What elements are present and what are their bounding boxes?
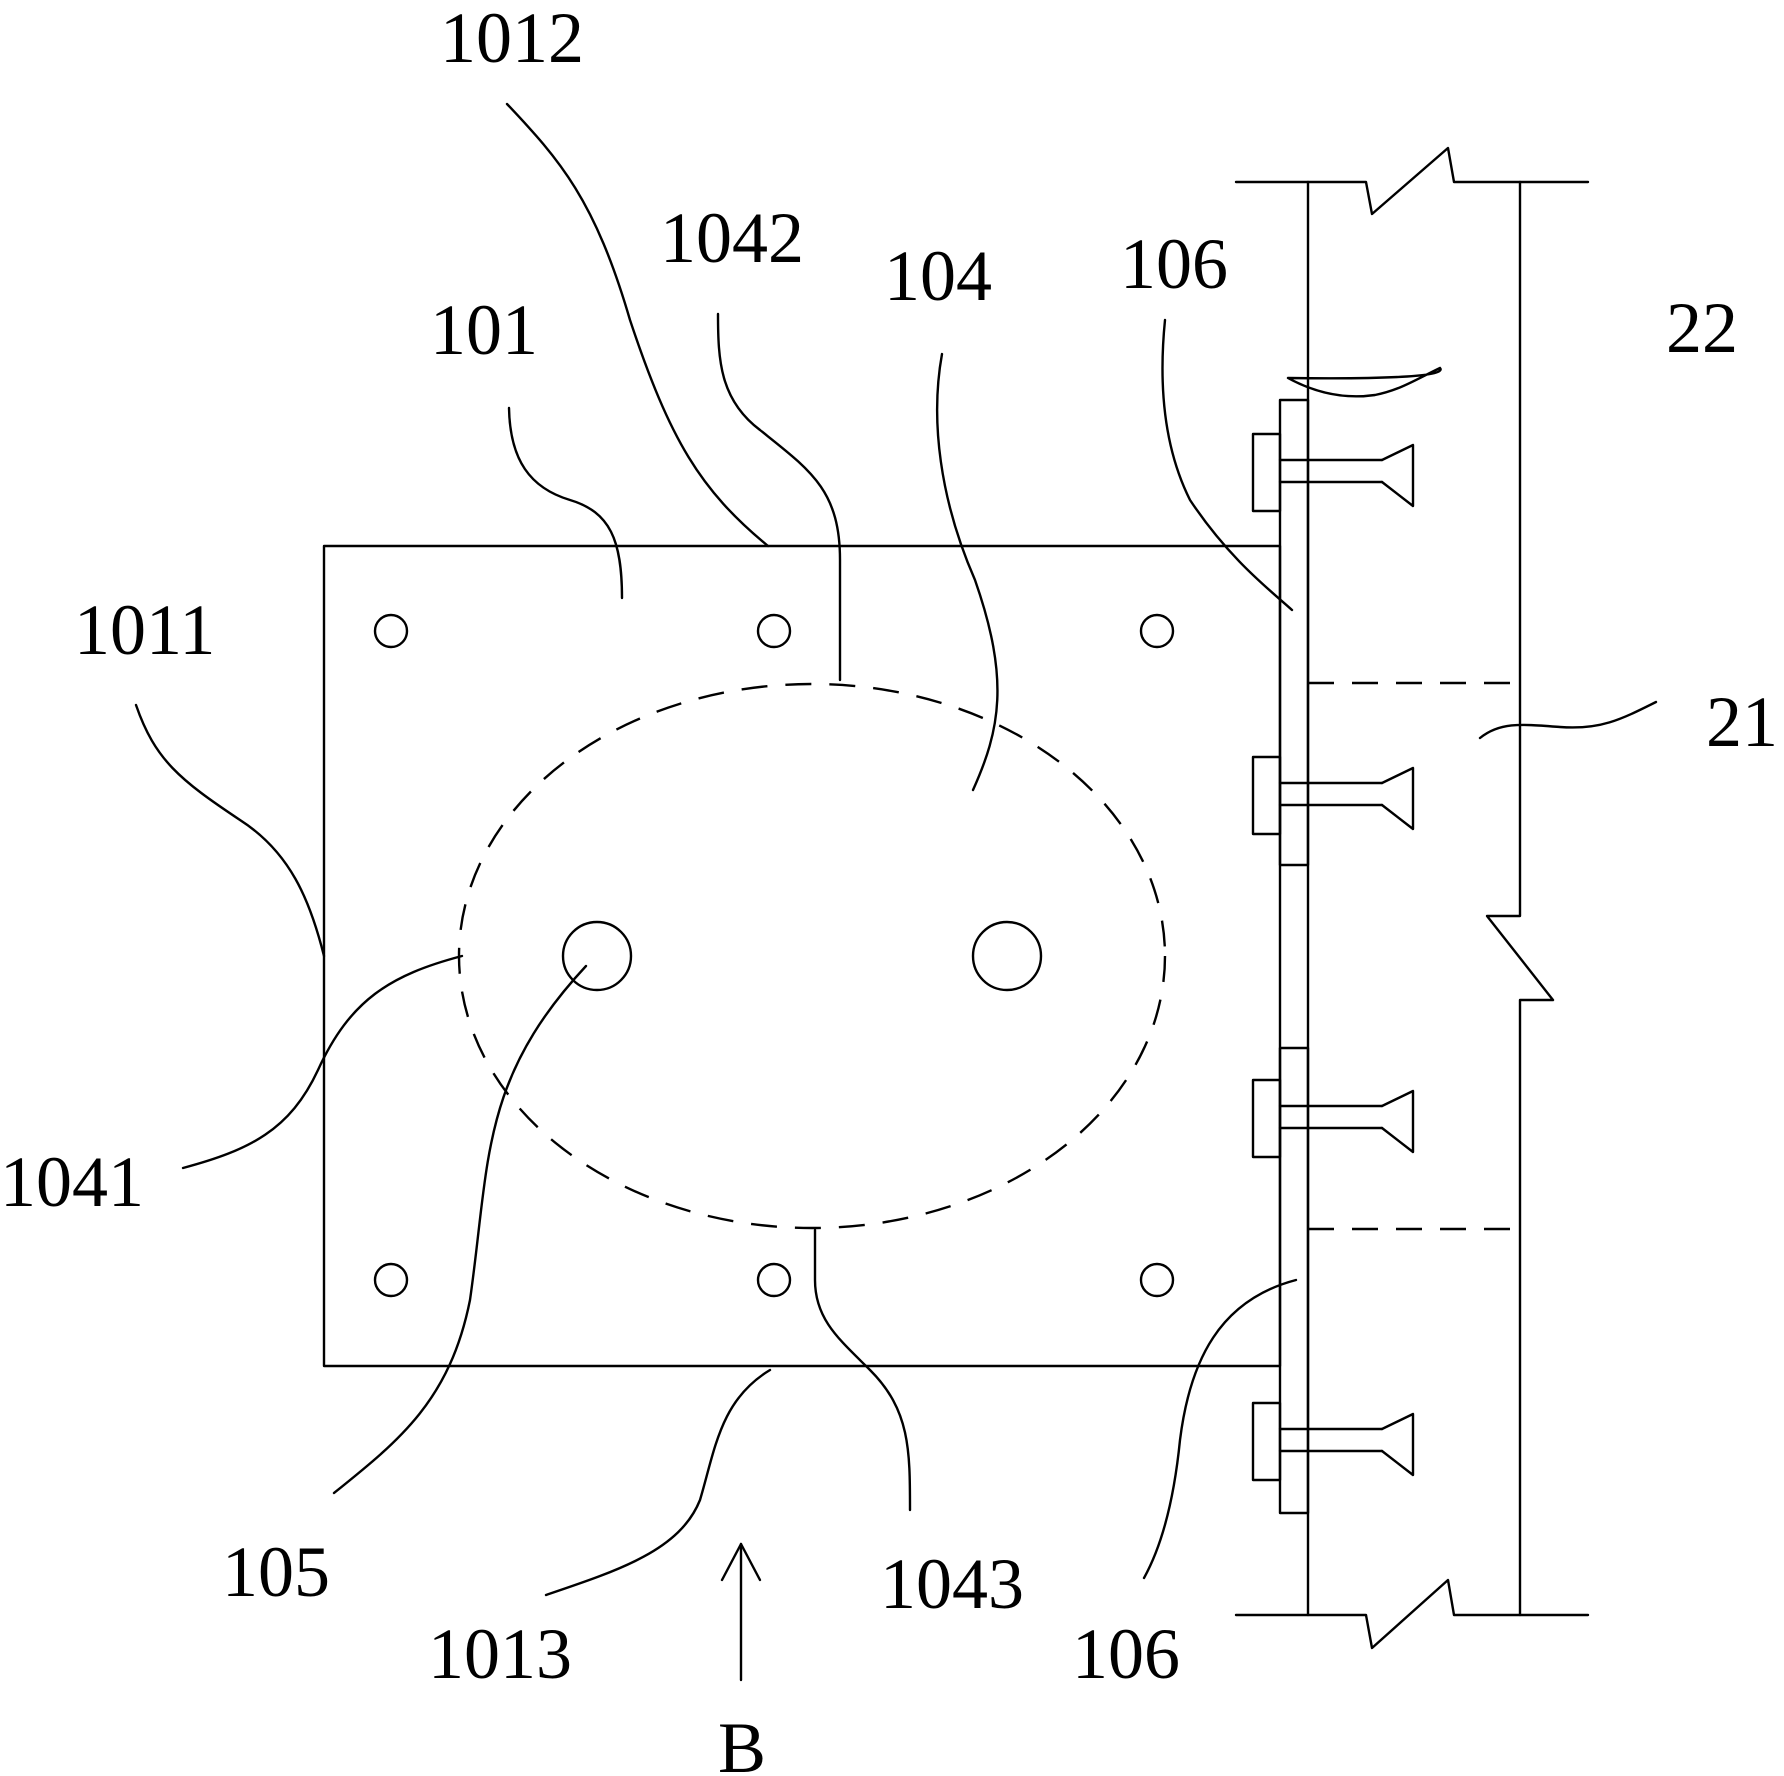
label-105: 105	[222, 1532, 330, 1612]
bolt-hole	[1139, 1262, 1175, 1298]
bolt-hole	[373, 1262, 409, 1298]
label-b: B	[718, 1708, 766, 1776]
label-1013: 1013	[428, 1614, 572, 1694]
anchor-bolt	[1251, 1401, 1415, 1482]
leader-1041	[181, 954, 464, 1170]
plate-101	[322, 544, 1282, 1368]
bolt-hole	[756, 1262, 792, 1298]
label-21: 21	[1706, 682, 1778, 762]
label-104: 104	[884, 236, 992, 316]
label-1043: 1043	[880, 1544, 1024, 1624]
leader-1043	[813, 1228, 912, 1512]
hole-105	[561, 920, 633, 992]
leader-lines	[134, 102, 1658, 1597]
leader-104	[935, 352, 999, 792]
leader-1011	[134, 703, 326, 958]
leader-1042	[716, 312, 842, 682]
bolt-hole	[756, 613, 792, 649]
label-1042: 1042	[660, 198, 804, 278]
label-101: 101	[430, 290, 538, 370]
label-1012: 1012	[440, 0, 584, 78]
connector-plate-106-top	[1278, 398, 1310, 867]
bolt-holes	[373, 613, 1175, 1298]
label-106-bottom: 106	[1072, 1614, 1180, 1694]
bolt-hole	[1139, 613, 1175, 649]
anchor-bolt	[1251, 1078, 1415, 1159]
leader-1012	[505, 102, 770, 548]
bolt-hole	[373, 613, 409, 649]
label-106-top: 106	[1120, 224, 1228, 304]
leader-101	[507, 406, 624, 600]
leader-105	[332, 964, 588, 1495]
leader-1013	[544, 1368, 772, 1597]
view-arrow-b	[720, 1542, 762, 1682]
dashed-region-104	[457, 682, 1167, 1230]
leader-106-top	[1161, 318, 1294, 612]
label-1011: 1011	[74, 590, 215, 670]
label-1041: 1041	[0, 1142, 144, 1222]
anchor-bolt	[1251, 432, 1415, 513]
leader-22	[1286, 366, 1442, 398]
leader-106-bottom	[1142, 1278, 1298, 1580]
anchor-bolt	[1251, 755, 1415, 836]
leader-21	[1478, 700, 1658, 740]
label-22: 22	[1666, 288, 1738, 368]
connector-plate-106-bottom	[1278, 1046, 1310, 1515]
hole-right	[971, 920, 1043, 992]
